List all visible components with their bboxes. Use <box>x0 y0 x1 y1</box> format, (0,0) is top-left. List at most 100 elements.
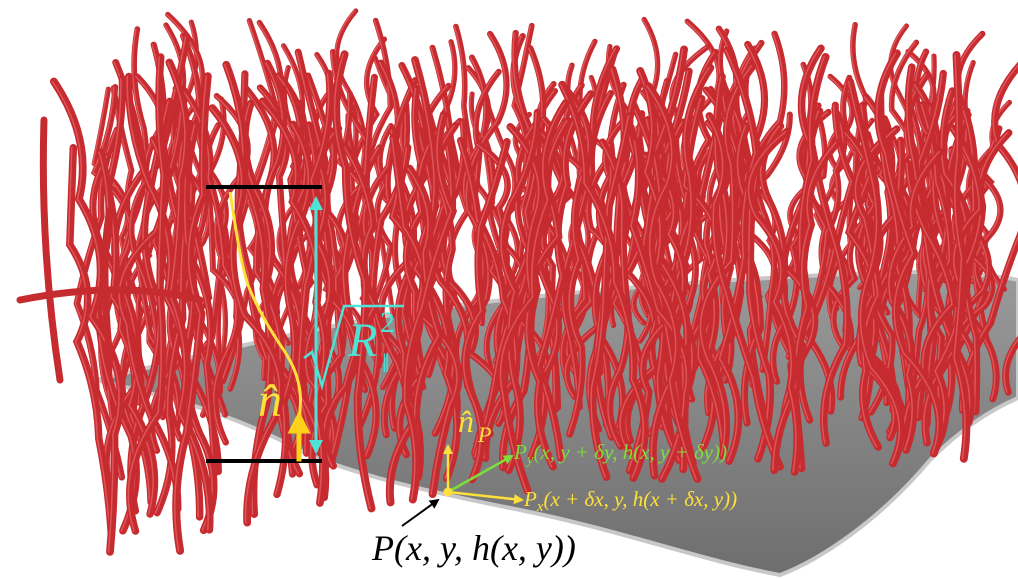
fiber-highlight <box>524 128 558 458</box>
fiber <box>535 90 595 462</box>
fiber <box>101 206 114 364</box>
fiber-highlight <box>242 86 301 460</box>
tangent-y-arrow <box>447 454 514 494</box>
normal-vector-label: n̂ <box>258 374 282 427</box>
height-radical-superscript: 2 <box>380 306 395 339</box>
fiber-highlight <box>1003 338 1018 393</box>
fiber-highlight <box>876 52 939 455</box>
fiber-highlight <box>51 80 120 553</box>
pointer-arrow-icon <box>401 498 440 527</box>
fiber <box>50 77 125 556</box>
fiber <box>853 138 885 451</box>
fiber-highlight <box>423 120 464 411</box>
fiber-highlight <box>854 141 881 448</box>
fiber-highlight <box>559 84 645 479</box>
fiber <box>172 72 212 555</box>
fiber <box>208 104 285 527</box>
fiber <box>332 50 376 513</box>
fiber <box>73 126 126 481</box>
fiber <box>705 112 784 471</box>
fiber <box>628 137 692 483</box>
fiber-highlight <box>799 47 847 444</box>
fiber <box>746 127 802 476</box>
fiber-highlight <box>500 111 537 472</box>
fiber-highlight <box>74 129 122 479</box>
fiber-highlight <box>953 54 966 460</box>
fiber-highlight <box>210 107 281 524</box>
fiber <box>241 83 305 462</box>
point-Px-main: P <box>523 487 537 511</box>
fiber-highlight <box>590 114 630 478</box>
fiber <box>222 60 275 518</box>
fiber <box>498 108 542 475</box>
fiber <box>716 46 761 465</box>
fiber <box>341 73 380 460</box>
fiber-highlight <box>747 131 797 473</box>
height-radical-label: R <box>347 314 377 367</box>
fiber-highlight <box>847 80 901 465</box>
fiber <box>180 86 241 446</box>
polymer-fibers <box>16 8 1018 556</box>
point-Px-sub: x <box>536 499 544 515</box>
fiber <box>461 138 511 484</box>
fiber-highlight <box>646 85 697 480</box>
point-P-label: P(x, y, h(x, y)) <box>371 528 576 568</box>
point-Py-sub: y <box>525 452 534 468</box>
fiber-highlight <box>697 75 728 453</box>
fiber <box>498 99 570 495</box>
fiber <box>904 63 961 447</box>
fiber <box>698 62 757 460</box>
fiber <box>402 110 458 504</box>
fiber-highlight <box>224 63 270 515</box>
fiber-highlight <box>559 83 589 435</box>
point-Py-args: (x, y + δy, h(x, y + δy)) <box>534 440 728 464</box>
point-Px-label: Px(x + δx, y, h(x + δx, y)) <box>523 487 737 515</box>
local-normal-subscript: P <box>477 422 491 447</box>
fiber <box>39 116 64 384</box>
height-radical-symbol: R <box>347 314 377 367</box>
fiber <box>522 125 562 461</box>
fiber <box>770 138 842 475</box>
fiber-highlight <box>274 123 309 496</box>
fiber-highlight <box>718 49 756 462</box>
fiber <box>874 49 944 458</box>
fiber-highlight <box>458 139 516 460</box>
fiber-highlight <box>699 65 753 457</box>
point-Py-label: Py(x, y + δy, h(x, y + δy)) <box>513 440 727 468</box>
fiber-highlight <box>536 93 591 459</box>
local-normal-label: n̂ <box>458 403 474 439</box>
radical-sign <box>303 304 404 391</box>
point-Px-args: (x + δx, y, h(x + δx, y)) <box>544 487 738 511</box>
fiber-highlight <box>736 125 770 460</box>
point-P-marker <box>443 487 453 497</box>
fiber <box>735 122 775 463</box>
fiber <box>588 111 634 481</box>
fiber <box>846 77 905 468</box>
fiber-highlight <box>387 167 440 504</box>
fiber-highlight <box>333 53 371 510</box>
tangent-x-arrow <box>447 490 524 505</box>
fiber-highlight <box>770 111 828 383</box>
fiber <box>644 82 702 483</box>
fiber <box>769 108 832 385</box>
height-radical-subscript: ‖ <box>382 349 389 378</box>
fiber-highlight <box>772 141 837 471</box>
fiber-highlight <box>403 114 453 501</box>
fiber <box>273 120 314 499</box>
fiber-highlight <box>906 66 956 444</box>
fiber-highlight <box>67 147 111 537</box>
fiber-highlight <box>462 141 507 481</box>
fiber <box>598 138 632 450</box>
fiber-highlight <box>181 89 237 444</box>
fiber <box>951 51 971 463</box>
fiber-highlight <box>707 115 780 468</box>
fiber-highlight <box>888 151 940 451</box>
fiber <box>801 101 857 415</box>
point-Py-main: P <box>513 440 527 464</box>
fiber <box>797 44 851 447</box>
fiber <box>826 21 870 321</box>
fiber <box>66 144 116 540</box>
fiber <box>90 84 137 432</box>
fiber <box>886 147 945 454</box>
